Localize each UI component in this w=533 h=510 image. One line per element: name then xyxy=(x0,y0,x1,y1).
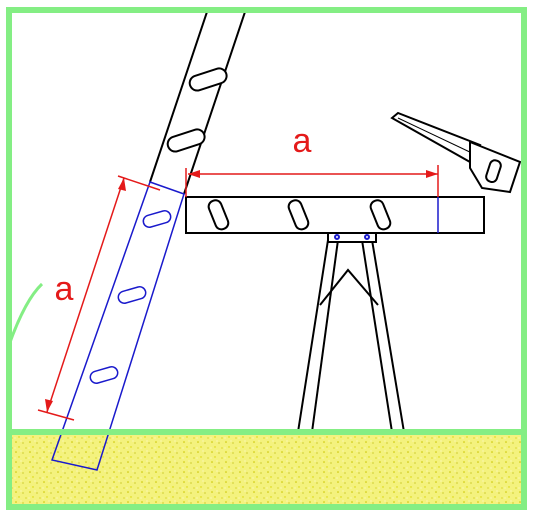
side-dimension-label: a xyxy=(55,270,74,308)
ladder-piece-on-trestle xyxy=(185,196,485,234)
top-dimension-line xyxy=(185,165,439,197)
frame xyxy=(6,7,527,510)
measured-ladder-section xyxy=(51,181,185,471)
saw xyxy=(390,111,522,194)
side-dimension-line xyxy=(37,175,161,421)
frame-arc xyxy=(9,282,44,346)
ground xyxy=(9,432,524,506)
trestle xyxy=(297,232,405,433)
top-dimension-label: a xyxy=(293,122,312,160)
leaning-ladder xyxy=(149,10,247,195)
